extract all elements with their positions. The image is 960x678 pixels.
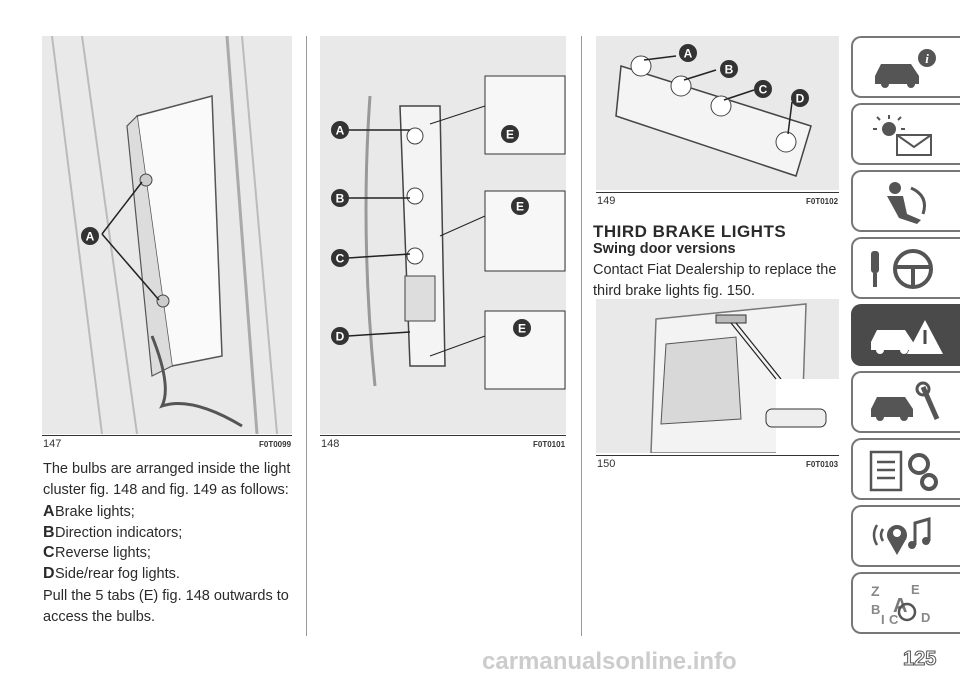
- callout-d: D: [796, 92, 805, 106]
- figure-149: A B C D: [596, 36, 839, 190]
- callout-b: B: [336, 192, 345, 206]
- column1-text: The bulbs are arranged inside the light …: [43, 459, 298, 629]
- caption-rule: [42, 435, 292, 436]
- car-emergency-icon: [871, 320, 943, 354]
- column-divider: [581, 36, 582, 636]
- tab-emergency[interactable]: [851, 304, 960, 366]
- caption-rule: [596, 192, 839, 193]
- tab-starting-driving[interactable]: [851, 237, 960, 299]
- item-text: Side/rear fog lights.: [55, 565, 180, 582]
- warning-lights-icon: [873, 115, 932, 156]
- tab-dashboard[interactable]: i: [851, 36, 960, 98]
- tab-technical-data[interactable]: [851, 438, 960, 500]
- callout-e: E: [518, 322, 526, 336]
- car-wrench-icon: [871, 381, 940, 421]
- svg-text:E: E: [911, 582, 920, 597]
- callout-b: B: [725, 63, 734, 77]
- figure-150-number: 150: [597, 458, 616, 470]
- figure-147-illustration: A: [42, 36, 292, 434]
- key-steering-wheel-icon: [871, 249, 933, 289]
- svg-text:D: D: [921, 610, 930, 625]
- car-info-icon: i: [875, 49, 936, 88]
- callout-e: E: [506, 128, 514, 142]
- callout-e: E: [516, 200, 524, 214]
- section-subheading: Swing door versions: [593, 241, 736, 257]
- intro-paragraph: The bulbs are arranged inside the light …: [43, 461, 291, 498]
- item-text: Reverse lights;: [55, 545, 151, 561]
- callout-d: D: [336, 330, 345, 344]
- caption-rule: [320, 435, 566, 436]
- figure-148: A B C D E E E: [320, 36, 566, 434]
- tab-maintenance[interactable]: [851, 371, 960, 433]
- item-letter: C: [43, 544, 55, 561]
- svg-text:Z: Z: [871, 583, 880, 599]
- figure-148-number: 148: [321, 438, 340, 450]
- item-letter: D: [43, 564, 55, 582]
- callout-c: C: [759, 83, 768, 97]
- caption-rule: [596, 455, 839, 456]
- tab-index[interactable]: Z E B A I C D: [851, 572, 960, 634]
- figure-149-illustration: A B C D: [596, 36, 839, 190]
- section-heading: THIRD BRAKE LIGHTS: [593, 222, 787, 241]
- specs-gears-icon: [869, 450, 938, 492]
- column-divider: [306, 36, 307, 636]
- instruction-paragraph: Pull the 5 tabs (E) fig. 148 outwards to…: [43, 588, 289, 625]
- figure-149-number: 149: [597, 195, 616, 207]
- seat-airbag-icon: [887, 182, 926, 224]
- callout-a: A: [86, 230, 95, 244]
- figure-148-code: F0T0101: [533, 440, 566, 449]
- tab-multimedia[interactable]: [851, 505, 960, 567]
- svg-text:B: B: [871, 602, 880, 617]
- figure-147-number: 147: [43, 438, 62, 450]
- figure-147: A: [42, 36, 292, 434]
- callout-a: A: [684, 47, 693, 61]
- svg-text:i: i: [925, 51, 929, 66]
- callout-c: C: [336, 252, 345, 266]
- figure-149-code: F0T0102: [806, 197, 839, 206]
- svg-text:I: I: [881, 612, 885, 626]
- callout-a: A: [336, 124, 345, 138]
- multimedia-icon: [872, 517, 931, 555]
- item-text: Direction indicators;: [55, 524, 183, 541]
- svg-text:C: C: [889, 612, 899, 626]
- tab-safety[interactable]: [851, 170, 960, 232]
- watermark: carmanualsonline.info: [482, 648, 737, 675]
- figure-150-code: F0T0103: [806, 460, 839, 469]
- item-text: Brake lights;: [55, 504, 135, 520]
- item-letter: B: [43, 523, 55, 541]
- tab-warning-lights[interactable]: [851, 103, 960, 165]
- figure-147-code: F0T0099: [259, 440, 292, 449]
- figure-150: [596, 299, 839, 453]
- column3-text: Contact Fiat Dealership to replace the t…: [593, 262, 837, 299]
- index-az-icon: Z E B A I C D: [871, 582, 930, 626]
- figure-150-illustration: [596, 299, 839, 453]
- figure-148-illustration: A B C D E E E: [320, 36, 566, 434]
- page-number: 125: [902, 648, 937, 671]
- item-letter: A: [43, 503, 55, 520]
